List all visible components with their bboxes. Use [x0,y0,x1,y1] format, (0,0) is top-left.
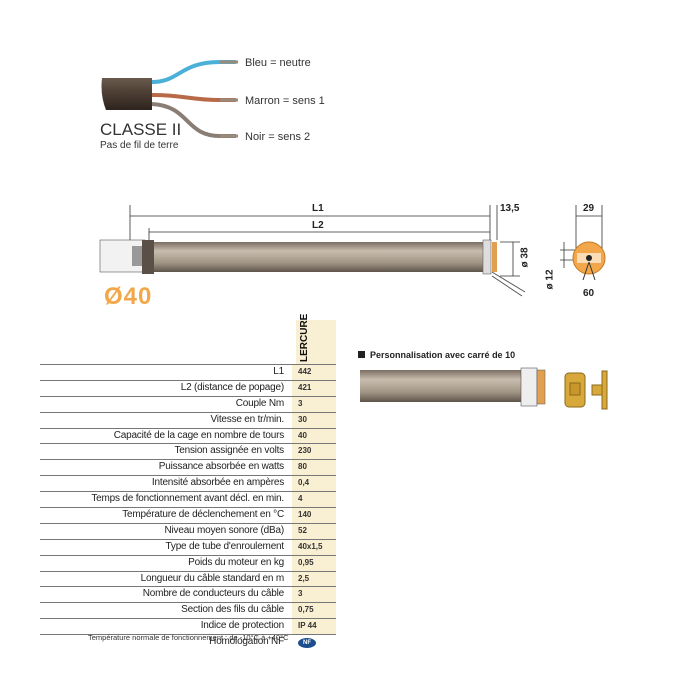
table-row: L2 (distance de popage) 421 [40,379,336,396]
row-label: Température de déclenchement en °C [122,509,284,521]
row-value: 0,4 [292,476,336,492]
row-label: Type de tube d'enroulement [165,540,285,552]
row-value: 3 [292,587,336,603]
row-label: L2 (distance de popage) [180,381,284,393]
column-header: LERCURE [296,314,336,364]
row-value: 4 [292,492,336,508]
row-label: L1 [273,366,284,377]
row-value: 442 [292,365,336,380]
table-row: L1 442 [40,364,336,380]
table-row: Type de tube d'enroulement 40x1,5 [40,538,336,555]
row-label: Niveau moyen sonore (dBa) [164,524,284,536]
personnalisation-title-text: Personnalisation avec carré de 10 [370,350,516,360]
table-row: Température de déclenchement en °C 140 [40,507,336,523]
diameter-label: Ø40 [104,283,153,310]
table-row: Section des fils du câble 0,75 [40,602,336,619]
row-value: 40 [292,428,336,444]
row-value: 421 [292,380,336,396]
table-row: Longueur du câble standard en m 2,5 [40,570,336,587]
class-subtitle: Pas de fil de terre [100,140,179,151]
column-header-text: LERCURE [299,313,310,362]
cable-illustration [101,60,238,138]
nf-logo-icon: NF [298,638,316,649]
row-value: 40x1,5 [292,539,336,555]
row-label: Puissance absorbée en watts [158,461,284,473]
row-value: 230 [292,444,336,460]
dim-60: 60 [583,288,595,299]
row-value: 140 [292,508,336,523]
personnalisation-illustration [360,367,608,410]
row-label: Tension assignée en volts [174,445,284,457]
row-value: 3 [292,396,336,412]
dim-13-5: 13,5 [500,203,520,214]
wire-label-blue: Bleu = neutre [245,57,311,69]
dim-d12: ø 12 [544,269,556,290]
table-row: Intensité absorbée en ampères 0,4 [40,475,336,492]
row-label: Capacité de la cage en nombre de tours [113,429,284,441]
row-value: IP 44 [292,619,336,635]
class-title: CLASSE II [100,120,182,139]
table-row: Nombre de conducteurs du câble 3 [40,586,336,603]
dim-d38: ø 38 [519,247,531,268]
row-value: 2,5 [292,571,336,587]
personnalisation-title: Personnalisation avec carré de 10 [358,350,515,360]
table-row: Capacité de la cage en nombre de tours 40 [40,427,336,444]
table-row: Poids du moteur en kg 0,95 [40,554,336,571]
end-view [572,241,606,281]
row-label: Vitesse en tr/min. [210,413,285,425]
table-row: Vitesse en tr/min. 30 [40,411,336,428]
wire-label-brown: Marron = sens 1 [245,95,325,107]
row-value: 52 [292,523,336,539]
table-row: Indice de protection IP 44 [40,618,336,635]
row-label: Section des fils du câble [181,604,284,616]
table-row: Tension assignée en volts 230 [40,443,336,460]
row-value: 0,95 [292,555,336,571]
row-label: Homologation NF [209,636,284,648]
row-label: Poids du moteur en kg [188,556,284,568]
row-label: Temps de fonctionnement avant décl. en m… [91,493,284,505]
dimension-lines [129,205,603,277]
table-row: Couple Nm 3 [40,395,336,412]
footnote: Température normale de fonctionnement : … [88,633,289,642]
table-row: Puissance absorbée en watts 80 [40,459,336,476]
row-value: 0,75 [292,603,336,619]
row-label: Longueur du câble standard en m [140,572,285,584]
row-value: 80 [292,460,336,476]
row-value: 30 [292,412,336,428]
dim-l1: L1 [312,203,324,214]
table-row: Temps de fonctionnement avant décl. en m… [40,491,336,508]
square-bullet-icon [358,351,365,358]
wire-label-black: Noir = sens 2 [245,131,311,143]
motor-tube [99,239,526,297]
dim-l2: L2 [312,220,324,231]
table-row-homologation: Homologation NF NF [40,634,336,651]
row-label: Intensité absorbée en ampères [151,477,284,489]
row-label: Indice de protection [200,620,284,632]
dim-29: 29 [583,203,595,214]
table-row: Niveau moyen sonore (dBa) 52 [40,522,336,539]
row-label: Nombre de conducteurs du câble [142,588,285,600]
technical-drawings [99,60,606,297]
row-label: Couple Nm [235,397,284,409]
